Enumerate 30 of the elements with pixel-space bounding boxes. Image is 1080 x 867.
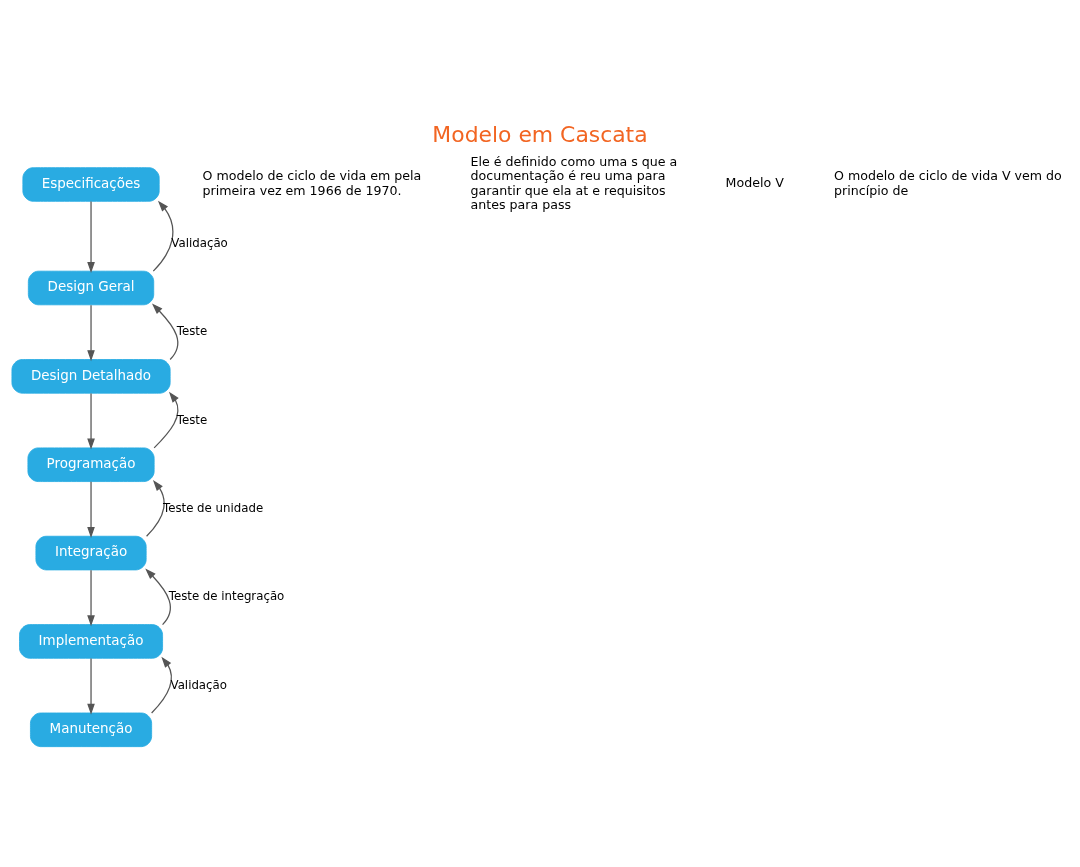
node-box: Programação — [27, 446, 155, 482]
edge-label: Teste — [176, 412, 208, 427]
arrow — [145, 479, 165, 537]
label: Ele é definido como uma s que a documentação é reu uma para garantir que ela at e requisitos antes para pass — [470, 153, 678, 212]
arrow — [87, 304, 95, 361]
arrow — [87, 200, 95, 273]
arrow — [145, 568, 171, 625]
edge-label: Teste — [176, 323, 208, 338]
edge-label: Teste de integração — [168, 588, 285, 603]
node-box: Especificações — [22, 166, 160, 202]
edge-label: Teste de unidade — [162, 500, 264, 515]
node-box: Design Geral — [27, 270, 155, 305]
arrow — [87, 657, 95, 715]
node-box: Design Detalhado — [11, 358, 171, 394]
arrow — [153, 391, 179, 448]
arrow — [152, 200, 174, 272]
diagram-title: Modelo em Cascata — [432, 121, 648, 147]
arrow — [87, 480, 95, 538]
label: O modelo de ciclo de vida em pela primeira vez em 1966 de 1970. — [202, 167, 422, 198]
label: Modelo V — [725, 174, 784, 190]
arrow — [151, 656, 173, 714]
label: O modelo de ciclo de vida V vem do princípio de — [834, 167, 1062, 198]
node-box: Integração — [35, 535, 147, 570]
arrow — [87, 569, 95, 626]
edge-label: Validação — [170, 677, 227, 692]
edge-label: Validação — [171, 235, 228, 250]
arrow — [151, 302, 179, 360]
node-box: Manutenção — [30, 712, 153, 747]
node-box: Implementação — [19, 623, 163, 659]
arrow — [87, 392, 95, 450]
